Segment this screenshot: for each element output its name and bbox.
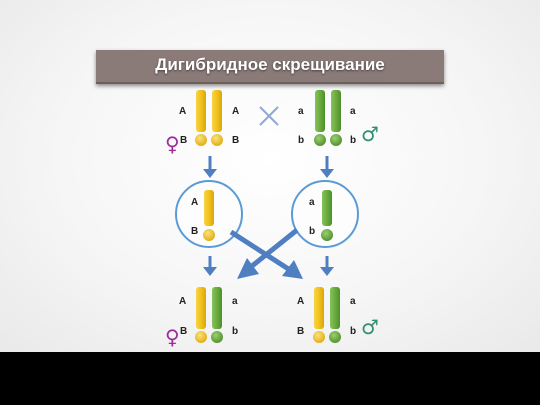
allele-label: b bbox=[298, 135, 304, 146]
chromosome-yellow bbox=[196, 287, 206, 329]
offspring-left: A a B b ♀ bbox=[165, 287, 238, 349]
slide-title: Дигибридное скрещивание bbox=[155, 55, 385, 74]
female-symbol-icon: ♀ bbox=[165, 132, 180, 156]
chromosome-green bbox=[314, 90, 326, 146]
allele-label: a bbox=[298, 106, 304, 117]
chromosome-yellow bbox=[204, 190, 214, 226]
chromosome-yellow bbox=[314, 287, 324, 329]
allele-label: b bbox=[232, 326, 238, 337]
allele-label: b bbox=[309, 226, 315, 237]
male-symbol-icon: ♂ bbox=[361, 315, 379, 339]
allele-label: B bbox=[180, 326, 187, 337]
allele-label: B bbox=[191, 226, 198, 237]
chromosome-green bbox=[212, 287, 222, 329]
cross-arrow-icon bbox=[237, 228, 299, 279]
gamete-left: A B bbox=[175, 180, 243, 248]
allele-label: A bbox=[179, 296, 186, 307]
chromosome-green-dot bbox=[321, 229, 333, 241]
arrow-down-icon bbox=[203, 256, 217, 276]
offspring-right: A a B b ♂ bbox=[297, 287, 379, 343]
parent-male: a a b b ♂ bbox=[298, 90, 379, 146]
arrow-down-icon bbox=[320, 256, 334, 276]
chromosome-yellow bbox=[195, 90, 207, 146]
allele-label: A bbox=[191, 197, 198, 208]
cross-icon bbox=[259, 106, 279, 126]
chromosome-yellow-dot bbox=[195, 331, 207, 343]
chromosome-green-dot bbox=[211, 331, 223, 343]
allele-label: A bbox=[232, 106, 239, 117]
parent-female: A A B B ♀ bbox=[165, 90, 239, 156]
cross-arrow-icon bbox=[229, 229, 303, 279]
title-bar bbox=[96, 50, 444, 84]
allele-label: A bbox=[297, 296, 304, 307]
allele-label: A bbox=[179, 106, 186, 117]
chromosome-yellow-dot bbox=[313, 331, 325, 343]
chromosome-green bbox=[322, 190, 332, 226]
chromosome-green bbox=[330, 90, 342, 146]
allele-label: B bbox=[180, 135, 187, 146]
allele-label: a bbox=[309, 197, 315, 208]
gamete-right: a b bbox=[291, 180, 359, 248]
allele-label: a bbox=[350, 296, 356, 307]
arrow-down-icon bbox=[203, 156, 217, 178]
male-symbol-icon: ♂ bbox=[361, 122, 379, 146]
allele-label: a bbox=[232, 296, 238, 307]
arrow-down-icon bbox=[320, 156, 334, 178]
female-symbol-icon: ♀ bbox=[165, 325, 180, 349]
chromosome-yellow-dot bbox=[203, 229, 215, 241]
allele-label: B bbox=[232, 135, 239, 146]
dihybrid-cross-diagram: A A B B ♀ a a b b ♂ bbox=[165, 90, 379, 349]
allele-label: a bbox=[350, 106, 356, 117]
allele-label: b bbox=[350, 326, 356, 337]
chromosome-yellow bbox=[211, 90, 223, 146]
allele-label: b bbox=[350, 135, 356, 146]
slide: A A B B ♀ a a b b ♂ bbox=[0, 0, 540, 352]
allele-label: B bbox=[297, 326, 304, 337]
chromosome-green-dot bbox=[329, 331, 341, 343]
chromosome-green bbox=[330, 287, 340, 329]
